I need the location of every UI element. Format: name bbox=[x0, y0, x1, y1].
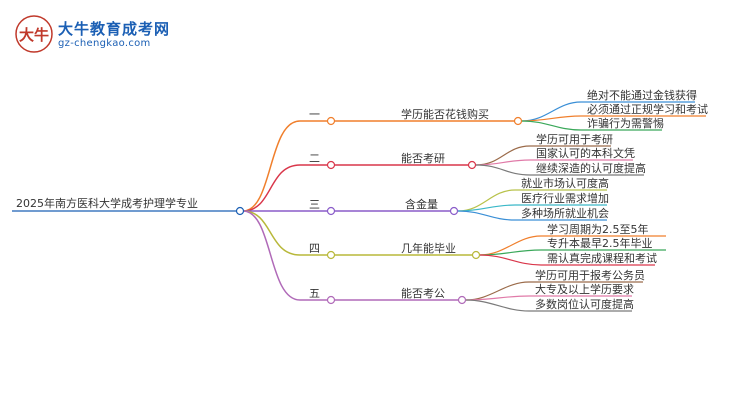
branch-4-leaf-2-edge bbox=[479, 249, 542, 256]
branch-5-edge bbox=[242, 210, 301, 301]
branch-4-number-dot[interactable] bbox=[326, 250, 336, 260]
branch-3-leaf-2-edge bbox=[457, 204, 516, 212]
branch-4-node-dot[interactable] bbox=[471, 250, 481, 260]
branch-1-number-dot[interactable] bbox=[326, 116, 336, 126]
branch-5-leaf-1: 学历可用于报考公务员 bbox=[535, 268, 645, 282]
bull-logo-icon: 大牛 bbox=[15, 15, 53, 53]
svg-text:大牛: 大牛 bbox=[19, 26, 49, 44]
branch-1-number: 一 bbox=[309, 108, 320, 121]
branch-5-node-dot[interactable] bbox=[457, 295, 467, 305]
root-node-dot[interactable] bbox=[235, 206, 245, 216]
branch-1-leaf-2: 必须通过正规学习和考试 bbox=[587, 102, 708, 116]
branch-2-leaf-3-edge bbox=[475, 164, 531, 176]
branch-5-leaf-3-edge bbox=[465, 299, 530, 312]
branch-4-leaf-1: 学习周期为2.5至5年 bbox=[547, 222, 649, 236]
branch-1-leaf-1: 绝对不能通过金钱获得 bbox=[587, 88, 697, 102]
branch-5-number-dot[interactable] bbox=[326, 295, 336, 305]
branch-2-leaf-1: 学历可用于考研 bbox=[536, 132, 613, 146]
branch-1-label: 学历能否花钱购买 bbox=[401, 107, 489, 121]
branch-2-node-dot[interactable] bbox=[467, 160, 477, 170]
branch-5-leaf-2: 大专及以上学历要求 bbox=[535, 282, 634, 296]
branch-2-label: 能否考研 bbox=[401, 151, 445, 165]
branch-1-leaf-3: 诈骗行为需警惕 bbox=[587, 116, 664, 130]
branch-4-label: 几年能毕业 bbox=[401, 241, 456, 255]
branch-3-number: 三 bbox=[309, 198, 320, 211]
branch-5-leaf-2-edge bbox=[465, 295, 530, 301]
branch-3-leaf-3: 多种场所就业机会 bbox=[521, 206, 609, 220]
branch-2-number-dot[interactable] bbox=[326, 160, 336, 170]
logo-url: gz-chengkao.com bbox=[58, 38, 151, 49]
branch-5-leaf-1-edge bbox=[465, 281, 530, 301]
branch-1-node-dot[interactable] bbox=[513, 116, 523, 126]
branch-4-number: 四 bbox=[309, 242, 320, 255]
branch-3-leaf-2: 医疗行业需求增加 bbox=[521, 191, 609, 205]
site-logo[interactable]: 大牛 大牛教育成考网 gz-chengkao.com bbox=[14, 14, 174, 54]
branch-5-number: 五 bbox=[309, 287, 320, 300]
branch-2-leaf-2-edge bbox=[475, 159, 531, 166]
branch-2-edge bbox=[242, 164, 301, 212]
branch-3-node-dot[interactable] bbox=[449, 206, 459, 216]
branch-1-edge bbox=[242, 120, 301, 212]
branch-3-leaf-1: 就业市场认可度高 bbox=[521, 176, 609, 190]
branch-4-leaf-3: 需认真完成课程和考试 bbox=[547, 251, 657, 265]
branch-4-edge bbox=[242, 210, 301, 256]
branch-2-leaf-3: 继续深造的认可度提高 bbox=[536, 161, 646, 175]
branch-4-leaf-2: 专升本最早2.5年毕业 bbox=[547, 236, 653, 250]
branch-1-leaf-3-edge bbox=[521, 120, 582, 131]
branch-2-number: 二 bbox=[309, 152, 320, 165]
branch-2-leaf-2: 国家认可的本科文凭 bbox=[536, 146, 635, 160]
branch-3-number-dot[interactable] bbox=[326, 206, 336, 216]
root-node-label: 2025年南方医科大学成考护理学专业 bbox=[16, 196, 198, 210]
branch-4-leaf-3-edge bbox=[479, 254, 542, 266]
branch-5-leaf-3: 多数岗位认可度提高 bbox=[535, 297, 634, 311]
logo-title: 大牛教育成考网 bbox=[58, 20, 171, 38]
branch-3-label: 含金量 bbox=[405, 197, 438, 211]
branch-3-leaf-3-edge bbox=[457, 210, 516, 221]
branch-5-label: 能否考公 bbox=[401, 286, 445, 300]
branch-1-leaf-2-edge bbox=[521, 115, 582, 122]
